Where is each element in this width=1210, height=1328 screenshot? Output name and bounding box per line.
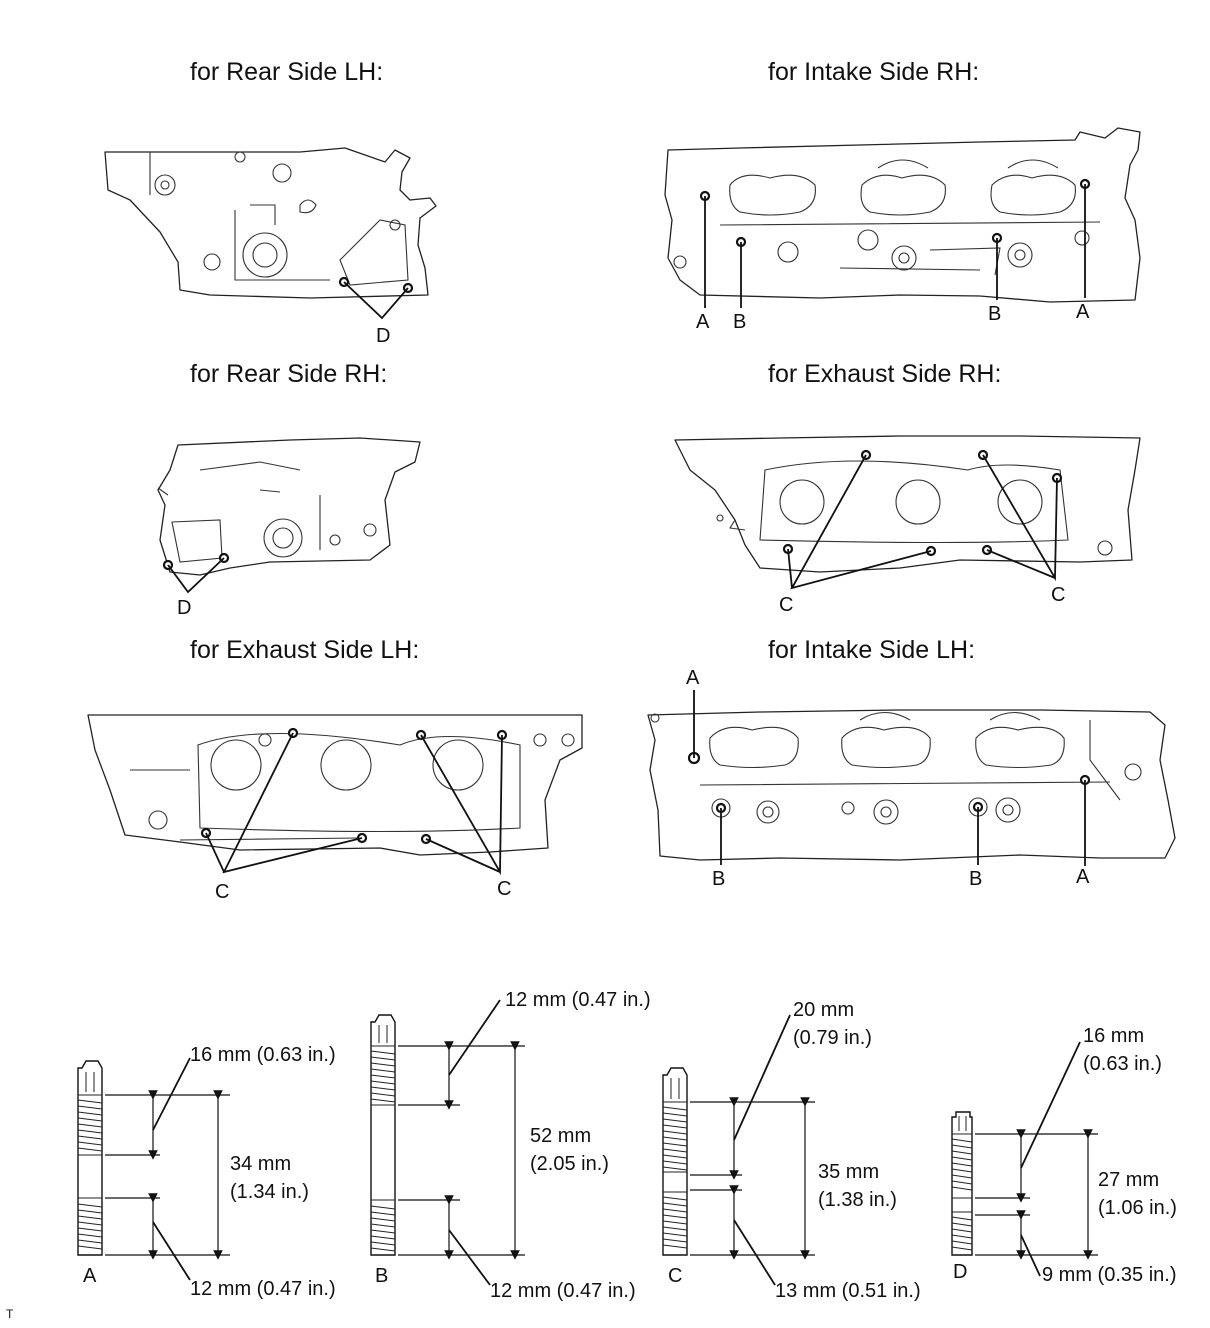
view-title-exhaust-rh: for Exhaust Side RH: — [768, 360, 1001, 388]
cylinder-head-exhaust-rh-outline — [674, 435, 1141, 573]
view-title-intake-rh: for Intake Side RH: — [768, 58, 979, 86]
label-a-intake-rh-1: A — [696, 311, 710, 333]
stud-c-detail: 20 mm (0.79 in.) 35 mm (1.38 in.) 13 mm … — [662, 999, 921, 1302]
label-c-exhaust-rh-2: C — [1051, 584, 1065, 606]
label-a-intake-rh-2: A — [1076, 301, 1090, 323]
stud-d-total-dimension-inch: (1.06 in.) — [1098, 1197, 1177, 1219]
stud-b-total-dimension-inch: (2.05 in.) — [530, 1153, 609, 1175]
cylinder-head-rear-rh-outline — [157, 437, 421, 576]
stud-d-top-dimension-inch: (0.63 in.) — [1083, 1053, 1162, 1075]
label-c-exhaust-rh-1: C — [779, 594, 793, 616]
view-title-rear-lh: for Rear Side LH: — [190, 58, 383, 86]
stud-c-total-dimension-inch: (1.38 in.) — [818, 1189, 897, 1211]
stud-d-bottom-dimension: 9 mm (0.35 in.) — [1042, 1264, 1176, 1286]
stud-d-shape — [951, 1111, 973, 1256]
label-d-rear-lh: D — [376, 325, 390, 347]
cylinder-head-intake-rh-outline — [664, 127, 1141, 303]
stud-c-shape — [662, 1067, 688, 1256]
stud-b-label: B — [375, 1265, 388, 1287]
cylinder-head-intake-lh-outline — [647, 709, 1176, 861]
label-a-intake-lh-1: A — [686, 667, 700, 689]
stud-b-bottom-dimension: 12 mm (0.47 in.) — [490, 1280, 636, 1302]
label-b-intake-rh-1: B — [733, 311, 746, 333]
stud-c-top-dimension: 20 mm — [793, 999, 854, 1021]
label-b-intake-rh-2: B — [988, 303, 1001, 325]
label-d-rear-rh: D — [177, 597, 191, 619]
stud-a-shape — [77, 1060, 103, 1256]
stud-b-detail: 12 mm (0.47 in.) 52 mm (2.05 in.) 12 mm … — [370, 989, 651, 1302]
view-title-exhaust-lh: for Exhaust Side LH: — [190, 636, 419, 664]
stud-c-top-dimension-inch: (0.79 in.) — [793, 1027, 872, 1049]
stud-c-total-dimension: 35 mm — [818, 1161, 879, 1183]
stud-c-bottom-dimension: 13 mm (0.51 in.) — [775, 1280, 921, 1302]
label-b-intake-lh-1: B — [712, 868, 725, 890]
cylinder-head-rear-lh-outline — [104, 147, 437, 299]
stud-a-total-dimension-inch: (1.34 in.) — [230, 1181, 309, 1203]
label-b-intake-lh-2: B — [969, 868, 982, 890]
stud-a-top-dimension: 16 mm (0.63 in.) — [190, 1044, 336, 1066]
view-rear-side-rh: for Rear Side RH: D — [157, 360, 421, 619]
corner-mark: T — [6, 1307, 14, 1321]
stud-b-total-dimension: 52 mm — [530, 1125, 591, 1147]
stud-b-shape — [370, 1014, 396, 1256]
view-exhaust-side-lh: for Exhaust Side LH: C C — [87, 636, 583, 903]
stud-d-label: D — [953, 1261, 967, 1283]
stud-a-total-dimension: 34 mm — [230, 1153, 291, 1175]
stud-b-top-dimension: 12 mm (0.47 in.) — [505, 989, 651, 1011]
view-rear-side-lh: for Rear Side LH: D — [104, 58, 437, 347]
view-exhaust-side-rh: for Exhaust Side RH: C C — [674, 360, 1141, 616]
label-c-exhaust-lh-1: C — [215, 881, 229, 903]
stud-a-bottom-dimension: 12 mm (0.47 in.) — [190, 1278, 336, 1300]
stud-a-label: A — [83, 1265, 97, 1287]
stud-d-total-dimension: 27 mm — [1098, 1169, 1159, 1191]
stud-a-detail: 16 mm (0.63 in.) 34 mm (1.34 in.) 12 mm … — [77, 1044, 336, 1300]
view-title-rear-rh: for Rear Side RH: — [190, 360, 387, 388]
view-intake-side-rh: for Intake Side RH: A B B A — [664, 58, 1141, 333]
cylinder-head-exhaust-lh-outline — [87, 714, 583, 856]
view-title-intake-lh: for Intake Side LH: — [768, 636, 975, 664]
stud-d-detail: 16 mm (0.63 in.) 27 mm (1.06 in.) 9 mm (… — [951, 1025, 1177, 1286]
view-intake-side-lh: for Intake Side LH: A B — [647, 636, 1176, 890]
stud-d-top-dimension: 16 mm — [1083, 1025, 1144, 1047]
label-c-exhaust-lh-2: C — [497, 878, 511, 900]
label-a-intake-lh-2: A — [1076, 866, 1090, 888]
stud-c-label: C — [668, 1265, 682, 1287]
